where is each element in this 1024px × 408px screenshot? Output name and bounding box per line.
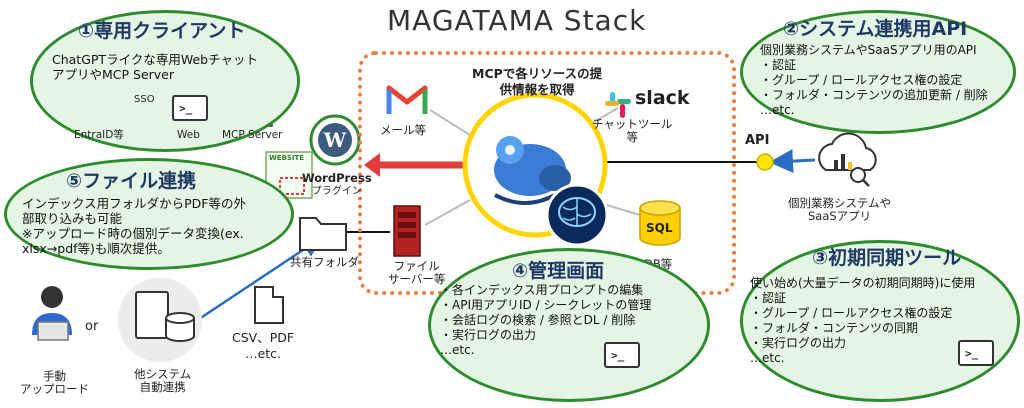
arrow-auto-to-folder [189,237,323,327]
wordpress-icon [318,123,352,157]
document-icon [254,286,284,324]
sync-terminal-icon: >_ [958,340,994,366]
admin-ellipse [428,248,710,402]
gmail-label: メール等 [380,123,426,137]
system-api-ellipse [740,10,1016,134]
wordpress-label: WordPress プラグイン [302,171,372,198]
server-db-icon [135,291,195,342]
arrow-business-to-api [769,149,816,174]
system-api-text: 個別業務システムやSaaSアプリ用のAPI ・認証 ・グループ / ロールアクセ… [760,43,988,117]
svg-text:W: W [323,128,347,152]
admin-text: ・各インデックス用プロンプトの編集 ・API用アプリID / シークレットの管理… [440,283,652,357]
folder-icon [299,217,347,251]
sso-label: SSO [134,94,155,105]
admin-heading: ④管理画面 [512,260,605,282]
auto-link-label: 他システム 自動連携 [134,367,192,394]
file-link-ellipse [4,158,294,270]
magatama-robot-icon [494,136,571,205]
spoke-fileserver [424,199,471,226]
or-label: or [85,319,99,334]
client-heading: ①専用クライアント [78,20,246,42]
slack-label: チャットツール 等 [592,117,673,144]
center-caption: MCPで各リソースの提 供情報を取得 [472,66,603,97]
manual-upload-label: 手動 アップロード [20,369,89,396]
website-thumb-text: WEBSITE [269,154,305,162]
database-icon [639,200,681,246]
business-system-label: 個別業務システムや SaaSアプリ [788,196,892,223]
client-text: ChatGPTライクな専用Webチャット アプリやMCP Server [52,52,258,82]
initial-sync-text: 使い始め(大量データの初期同期時)に使用 ・認証 ・グループ / ロールアクセス… [750,276,976,365]
initial-sync-heading: ③初期同期ツール [812,247,962,269]
entra-label: EntraID等 [74,129,124,141]
file-types-label: CSV、PDF …etc. [232,330,295,361]
page-title: MAGATAMA Stack [387,4,647,37]
spoke-gmail [429,109,471,136]
slack-logo-icon [605,92,631,118]
slack-wordmark: slack [635,87,690,109]
person-laptop-icon [32,286,72,341]
mcp-server-label: MCP Server [222,129,283,141]
red-arrow-head [364,153,380,177]
fileserver-label: ファイル サーバー等 [388,259,446,286]
file-link-text: インデックス用フォルダからPDF等の外 部取り込みも可能 ※アップロード時の個別… [22,196,246,256]
system-api-heading: ②システム連携用API [783,18,968,40]
api-node [756,153,774,171]
db-icon-text: SQL [646,221,673,235]
shared-folder-label: 共有フォルダ [290,255,359,269]
brain-icon [558,197,596,227]
client-ellipse [30,10,300,152]
cloud-analytics-icon [818,132,877,187]
web-label: Web [177,129,200,141]
web-terminal-icon: >_ [172,95,208,121]
api-label: API [745,133,770,148]
initial-sync-ellipse [740,240,1020,402]
gmail-icon [386,84,428,114]
file-link-heading: ⑤ファイル連携 [66,170,197,192]
admin-terminal-icon: >_ [604,342,640,368]
file-server-icon [393,205,421,257]
